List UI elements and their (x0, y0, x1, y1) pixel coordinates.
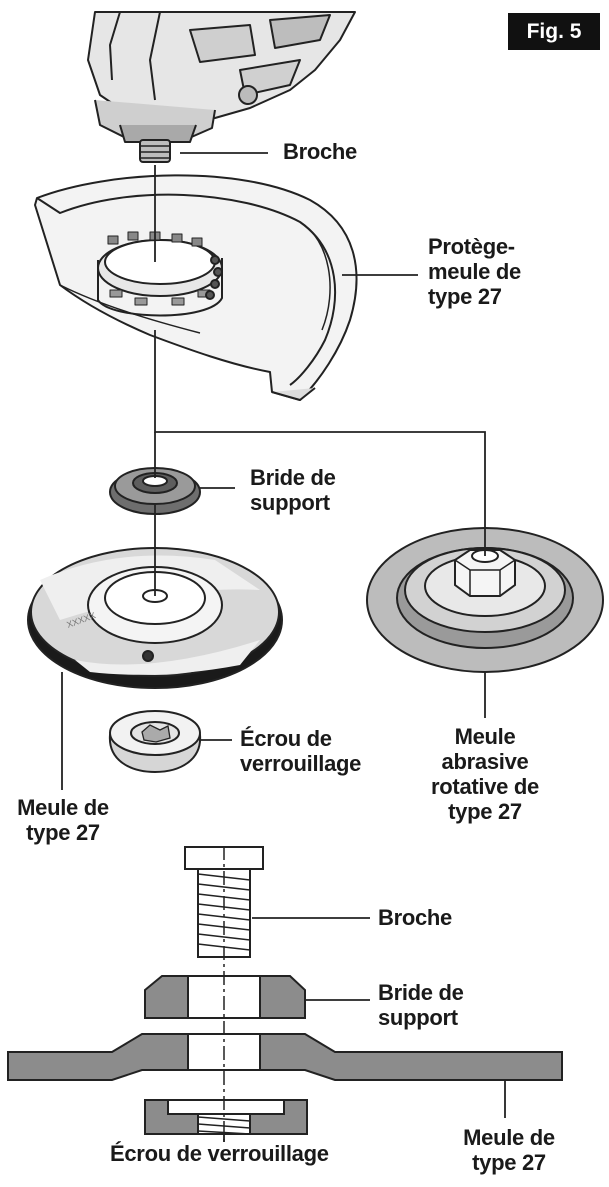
label-protege-line2: meule de (428, 259, 521, 284)
label-meule-type27: Meule de type 27 (8, 795, 118, 845)
section-label-ecrou: Écrou de verrouillage (110, 1141, 329, 1166)
figure-badge: Fig. 5 (508, 13, 600, 50)
label-bride-support: Bride de support (250, 465, 336, 515)
label-protege-meule: Protège- meule de type 27 (428, 234, 521, 309)
label-meule-rot-line1: Meule (454, 724, 516, 749)
section-label-meule-line2: type 27 (472, 1150, 546, 1175)
label-protege-line3: type 27 (428, 284, 502, 309)
leader-lines-bottom (223, 917, 506, 1142)
label-protege-line1: Protège- (428, 234, 515, 259)
label-meule-rotative: Meule abrasive rotative de type 27 (418, 724, 552, 824)
label-broche: Broche (283, 139, 357, 164)
label-meule-line2: type 27 (26, 820, 100, 845)
label-bride-line2: support (250, 490, 330, 515)
wheel-guard (34, 174, 358, 401)
section-label-bride: Bride de support (378, 980, 464, 1030)
label-meule-rot-line2: abrasive (441, 749, 529, 774)
cross-section-diagram (7, 846, 563, 1142)
section-label-bride-line2: support (378, 1005, 458, 1030)
label-meule-rot-line4: type 27 (448, 799, 522, 824)
type27-wheel-part: XXXXX (27, 547, 283, 689)
label-ecrou-line1: Écrou de (240, 726, 332, 751)
section-label-bride-line1: Bride de (378, 980, 464, 1005)
label-meule-line1: Meule de (17, 795, 109, 820)
rotary-abrasive-wheel-part (366, 527, 604, 673)
lock-nut-part (108, 710, 202, 774)
support-flange-part (109, 467, 201, 515)
label-ecrou-verrouillage: Écrou de verrouillage (240, 726, 361, 776)
section-label-broche: Broche (378, 905, 452, 930)
leader-lines-top (61, 152, 486, 790)
label-ecrou-line2: verrouillage (240, 751, 362, 776)
label-meule-rot-line3: rotative de (431, 774, 539, 799)
section-label-meule-line1: Meule de (463, 1125, 555, 1150)
label-bride-line1: Bride de (250, 465, 336, 490)
section-label-meule: Meule de type 27 (450, 1125, 568, 1175)
grinder-body (87, 11, 356, 163)
